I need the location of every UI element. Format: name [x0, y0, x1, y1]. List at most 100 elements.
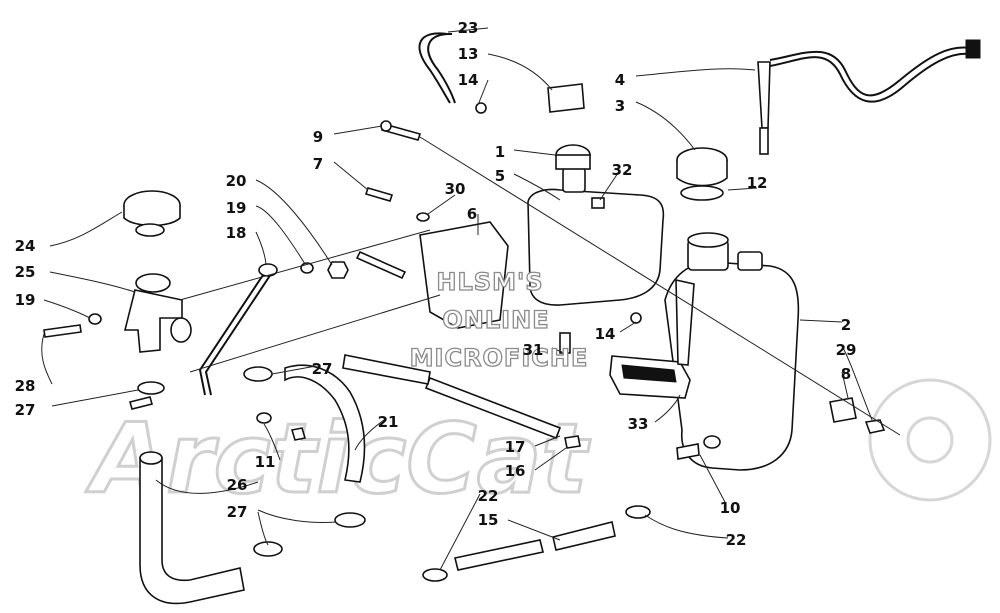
hose-15-a: [454, 539, 544, 571]
brand-watermark-text: ArcticCat: [85, 403, 590, 515]
callout-6: 6: [467, 205, 477, 223]
eyelet-18: [258, 263, 278, 277]
callout-27: 27: [15, 401, 36, 419]
bolt-long: [355, 250, 407, 280]
filler-neck-top: [135, 273, 171, 293]
tank-sensor-port: [737, 251, 763, 271]
callout-20: 20: [226, 172, 247, 190]
rod-18: [198, 271, 266, 396]
hoses: [139, 32, 971, 605]
bracket-33-pad: [621, 364, 677, 383]
filler-neck-body: [123, 289, 183, 353]
callout-7: 7: [313, 155, 323, 173]
cap-3-skirt: [676, 160, 728, 187]
clamp-22-left: [422, 568, 448, 582]
callout-19: 19: [15, 291, 36, 309]
callout-27: 27: [312, 360, 333, 378]
tube-connector: [342, 354, 431, 385]
plate-13: [547, 83, 585, 113]
clamp-27-upper: [243, 366, 273, 382]
fitting-32: [591, 197, 605, 209]
sensor-cable-4: [769, 46, 971, 97]
radiator-cap-24: [123, 190, 181, 237]
hose-26-end: [139, 451, 163, 465]
callout-22: 22: [726, 531, 747, 549]
washer-30: [416, 212, 430, 222]
vent-hose-23: [418, 32, 451, 104]
callout-21: 21: [378, 413, 399, 431]
tank-filler-opening: [687, 232, 729, 248]
callout-14: 14: [595, 325, 616, 343]
hose-26: [139, 457, 245, 605]
callout-14: 14: [458, 71, 479, 89]
fitting-31: [559, 332, 571, 354]
wheel-hub-watermark-icon: [906, 416, 954, 464]
brand-watermark: ArcticCat: [84, 378, 992, 517]
washer-11: [256, 412, 272, 424]
fitting-10: [676, 443, 700, 460]
bolt-9-head: [380, 120, 392, 132]
callout-23: 23: [458, 19, 479, 37]
watermark-line-1: HLSM'S: [436, 268, 543, 296]
rod-18-edge: [204, 273, 272, 396]
callout-5: 5: [495, 167, 505, 185]
tank-cap-3: [676, 147, 728, 201]
sensor-connector: [965, 39, 981, 59]
reservoir-neck: [562, 167, 586, 193]
callout-31: 31: [523, 341, 544, 359]
callout-4: 4: [615, 71, 625, 89]
clip-16: [564, 435, 581, 449]
leader-lines: [41, 27, 901, 571]
callout-11: 11: [255, 453, 276, 471]
sensor-probe: [759, 127, 769, 155]
callout-10: 10: [720, 499, 741, 517]
clamp-22-right: [625, 505, 651, 519]
callout-25: 25: [15, 263, 36, 281]
bracket-6: [419, 221, 509, 329]
cap-seal: [135, 223, 165, 237]
spacer-8: [829, 397, 857, 423]
callout-16: 16: [505, 462, 526, 480]
fitting-14-right: [630, 312, 642, 324]
fitting-14-top: [475, 102, 487, 114]
callout-28: 28: [15, 377, 36, 395]
bolt-7: [364, 187, 394, 202]
reservoir-body: [527, 188, 665, 306]
washer-19-left: [88, 313, 102, 325]
sensor-cable-4-edge: [769, 52, 971, 103]
callout-1: 1: [495, 143, 505, 161]
clamp-27-left: [137, 381, 165, 395]
hose-15-b: [552, 521, 616, 551]
callout-2: 2: [841, 316, 851, 334]
callout-29: 29: [836, 341, 857, 359]
watermark-line-2: ONLINE: [442, 306, 549, 334]
callout-15: 15: [478, 511, 499, 529]
callout-26: 26: [227, 476, 248, 494]
filler-neck-outlet: [170, 317, 192, 343]
callout-17: 17: [505, 438, 526, 456]
callout-22: 22: [478, 487, 499, 505]
wheel-watermark-icon: [868, 378, 992, 502]
nut-20: [327, 261, 349, 279]
hose-21: [284, 364, 366, 483]
callout-13: 13: [458, 45, 479, 63]
reservoir-cap-1-side: [555, 154, 591, 170]
grommet-10: [703, 435, 721, 449]
callout-32: 32: [612, 161, 633, 179]
reservoir-5: [527, 144, 665, 306]
sensor-body: [757, 61, 771, 129]
bracket-33: [609, 278, 695, 399]
callout-18: 18: [226, 224, 247, 242]
nut-11: [290, 427, 307, 441]
callout-27: 27: [227, 503, 248, 521]
filler-neck-25: [123, 273, 192, 353]
vent-hose-23-edge: [427, 32, 456, 104]
hardware: [43, 102, 886, 582]
coolant-tank-2: [664, 232, 800, 471]
watermark-line-3: MICROFICHE: [410, 344, 589, 372]
callout-3: 3: [615, 97, 625, 115]
seal-12: [680, 185, 724, 201]
level-sensor-4: [757, 39, 981, 155]
